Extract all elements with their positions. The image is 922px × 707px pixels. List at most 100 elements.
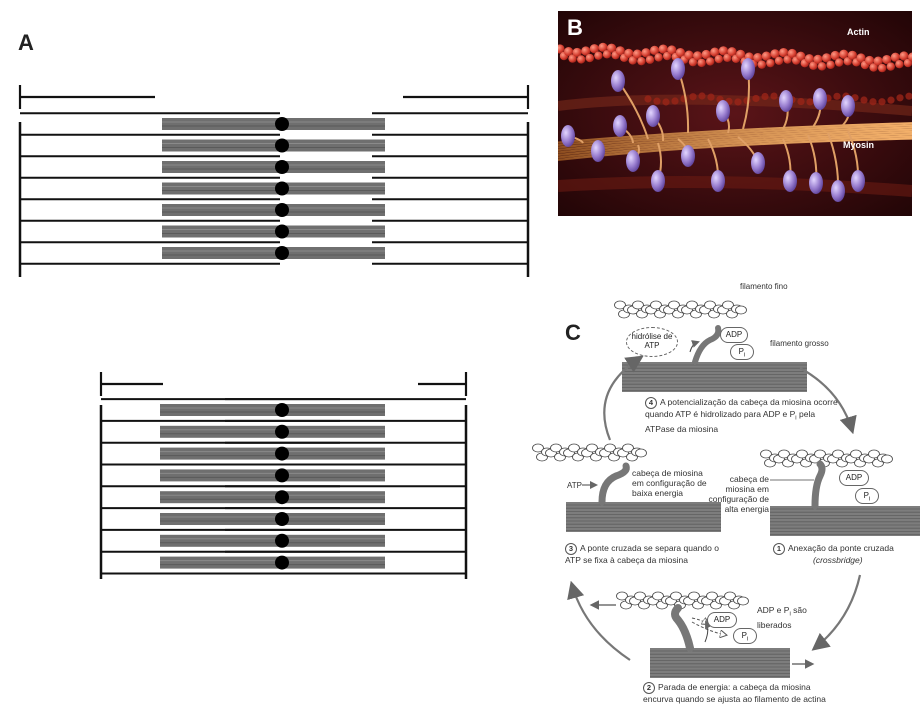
actin-bead — [628, 56, 637, 65]
actin-bead-back — [707, 93, 715, 101]
crossbridge-cycle-diagram — [532, 300, 920, 678]
released-text: ADP e P — [757, 605, 790, 615]
actin-monomer — [722, 300, 734, 310]
myosin-head — [783, 170, 797, 192]
m-line-dot — [275, 160, 289, 174]
actin-monomer — [652, 591, 664, 601]
actin-bead — [804, 54, 814, 64]
thick-filament — [162, 139, 385, 152]
actin-bead-back — [887, 96, 895, 104]
actin-bead — [594, 51, 603, 60]
myosin-head — [716, 100, 730, 122]
actin-bead-back — [896, 94, 904, 102]
myosin-head — [779, 90, 793, 112]
released-tail: são liberados — [757, 605, 807, 630]
actin-monomer — [568, 443, 580, 453]
m-line-dot — [275, 446, 289, 461]
actin-bead-back — [806, 98, 814, 106]
actin-bead — [693, 51, 703, 61]
actin-bead-back — [833, 92, 841, 100]
actin-bead-back — [860, 96, 868, 104]
step2-number: 2 — [643, 682, 655, 694]
hydrolysis-arrow — [689, 340, 700, 353]
actin-bead — [624, 48, 634, 58]
actin-bead — [684, 50, 694, 60]
actin-monomer — [532, 443, 544, 453]
actin-bead — [727, 47, 737, 57]
actin-bead — [817, 62, 827, 71]
myosin-head — [561, 125, 575, 147]
actin-monomer — [688, 591, 700, 601]
actin-bead — [895, 60, 904, 69]
actin-bead — [637, 56, 646, 66]
actin-bead — [873, 56, 883, 66]
actin-bead — [761, 51, 771, 61]
actin-bead — [675, 48, 685, 58]
actin-bead-back — [653, 97, 661, 105]
actin-bead — [658, 44, 668, 54]
step2-text: Parada de energia: a cabeça da miosina e… — [643, 682, 826, 704]
step3-number: 3 — [565, 543, 577, 555]
actin-bead — [809, 61, 818, 70]
actin-bead — [710, 47, 720, 57]
actin-bead-back — [878, 98, 886, 106]
actin-bead — [878, 63, 887, 73]
actin-bead-back — [770, 92, 778, 100]
step1-text: Anexação da ponte cruzada — [788, 543, 894, 553]
adp-bottom-text: ADP — [713, 615, 731, 624]
thick-filament — [160, 556, 385, 569]
step3-text: A ponte cruzada se separa quando o ATP s… — [565, 543, 719, 565]
myosin-label: Myosin — [843, 140, 875, 150]
actin-label: Actin — [847, 27, 870, 37]
myosin-head — [841, 95, 855, 117]
actin-bead — [783, 55, 792, 64]
thick-filament — [160, 469, 385, 482]
actin-bead-back — [905, 92, 912, 100]
myosin-head — [611, 70, 625, 92]
actin-bead — [602, 50, 612, 59]
myosin-head-left — [598, 462, 630, 506]
myosin-head — [646, 105, 660, 127]
actin-monomer — [604, 443, 616, 453]
myosin-head-right — [811, 460, 826, 510]
adp-pill-bottom: ADP — [707, 612, 737, 628]
thick-filament — [162, 118, 385, 130]
myosin-head — [671, 58, 685, 80]
actin-bead — [632, 49, 642, 59]
actin-bead — [865, 55, 875, 66]
m-line-dot — [275, 490, 289, 505]
myosin-head — [851, 170, 865, 192]
thick-filament — [162, 247, 385, 259]
myosin-head — [809, 172, 823, 194]
myosin-head — [613, 115, 627, 137]
step4-pi-sub: i — [795, 415, 797, 422]
actin-bead — [835, 58, 844, 67]
thick-filament — [160, 404, 385, 416]
actin-monomer — [686, 300, 698, 310]
power-stroke-arrow — [704, 620, 713, 643]
actin-monomer — [586, 443, 598, 453]
m-line-dot — [275, 512, 289, 526]
actin-bead — [766, 58, 775, 68]
actin-bead — [723, 53, 732, 62]
actin-bead-back — [797, 97, 805, 106]
actin-bead-back — [761, 92, 769, 101]
thick-filament — [160, 425, 385, 438]
actin-bead — [589, 44, 599, 54]
actin-bead — [564, 46, 574, 57]
actin-bead — [886, 62, 895, 71]
actin-monomer — [881, 454, 893, 464]
thin-filament-label: filamento fino — [740, 282, 788, 291]
myosin-head-top — [692, 325, 722, 365]
actin-bead — [770, 49, 780, 59]
actin-bead — [839, 49, 849, 59]
m-line-dot — [275, 555, 289, 570]
actin-bead — [688, 57, 698, 67]
m-line-dot — [275, 181, 289, 196]
actin-bead-back — [689, 93, 697, 101]
myosin-head — [711, 170, 725, 192]
thick-filament-label: filamento grosso — [770, 339, 829, 348]
actin-bead-back — [869, 98, 877, 106]
